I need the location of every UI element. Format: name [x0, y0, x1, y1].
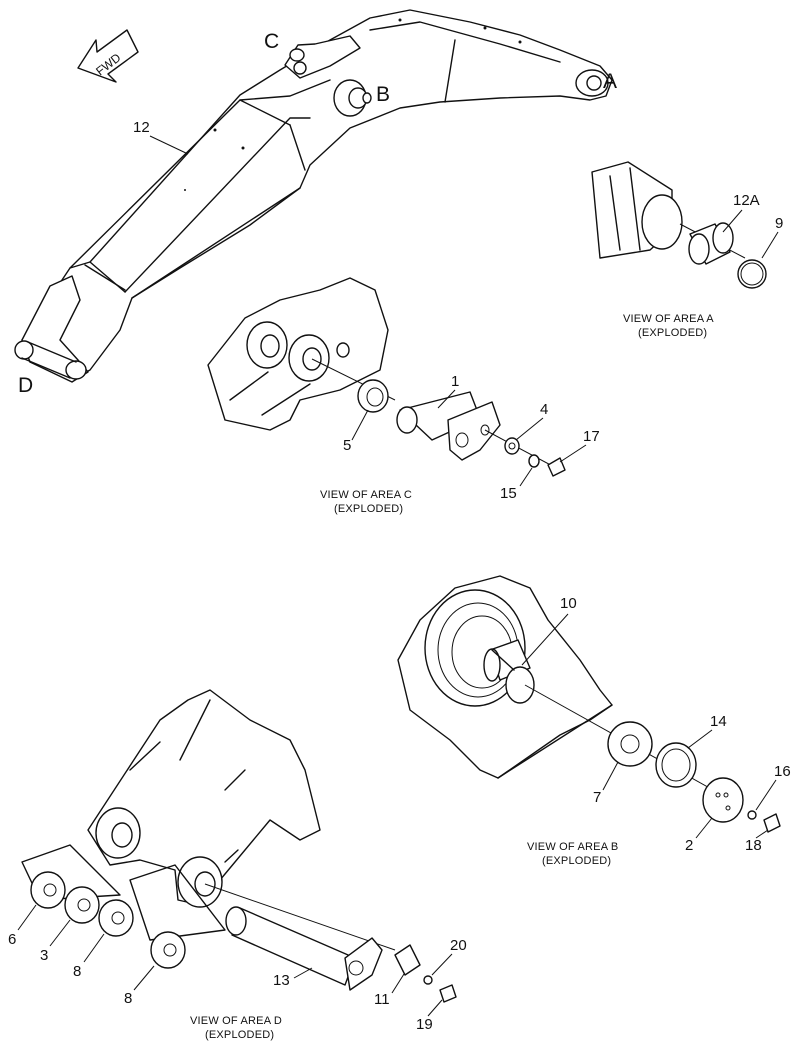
callout-4: 4 — [540, 401, 548, 418]
view-area-b: 10 14 7 16 2 18 VIEW OF AREA B (EXPLODED… — [397, 575, 791, 867]
callout-7: 7 — [593, 789, 601, 806]
callout-12a: 12A — [733, 192, 760, 209]
callout-16: 16 — [774, 763, 791, 780]
callout-10: 10 — [560, 595, 577, 612]
callout-15: 15 — [500, 485, 517, 502]
callout-13: 13 — [273, 972, 290, 989]
view-area-d: 6 3 8 8 13 20 11 19 VIEW OF AREA D (EXPL… — [8, 689, 467, 1041]
view-d-line2: (EXPLODED) — [205, 1029, 274, 1041]
callout-20: 20 — [450, 937, 467, 954]
callout-19: 19 — [416, 1016, 433, 1033]
callout-14: 14 — [710, 713, 727, 730]
callout-5: 5 — [343, 437, 351, 454]
view-c-line1: VIEW OF AREA C — [320, 489, 412, 501]
callout-2: 2 — [685, 837, 693, 854]
callout-17: 17 — [583, 428, 600, 445]
callout-8b: 8 — [124, 990, 132, 1007]
area-letter-a: A — [603, 70, 617, 93]
view-b-line1: VIEW OF AREA B — [527, 841, 618, 853]
callout-18: 18 — [745, 837, 762, 854]
callout-12: 12 — [133, 119, 150, 136]
area-letter-d: D — [18, 374, 33, 397]
stick-assembly — [14, 9, 613, 383]
callout-8a: 8 — [73, 963, 81, 980]
view-b-line2: (EXPLODED) — [542, 855, 611, 867]
fwd-arrow: FWD — [77, 29, 139, 83]
area-letter-c: C — [264, 30, 279, 53]
callout-9: 9 — [775, 215, 783, 232]
area-letter-b: B — [376, 83, 390, 106]
callout-1: 1 — [451, 373, 459, 390]
view-area-c: 1 4 5 17 15 VIEW OF AREA C (EXPLODED) — [207, 277, 600, 515]
view-a-line1: VIEW OF AREA A — [623, 313, 714, 325]
callout-3: 3 — [40, 947, 48, 964]
callout-11: 11 — [374, 991, 390, 1008]
view-a-line2: (EXPLODED) — [638, 327, 707, 339]
view-d-line1: VIEW OF AREA D — [190, 1015, 282, 1027]
callout-6: 6 — [8, 931, 16, 948]
view-c-line2: (EXPLODED) — [334, 503, 403, 515]
view-area-a: 12A 9 VIEW OF AREA A (EXPLODED) — [591, 161, 783, 339]
